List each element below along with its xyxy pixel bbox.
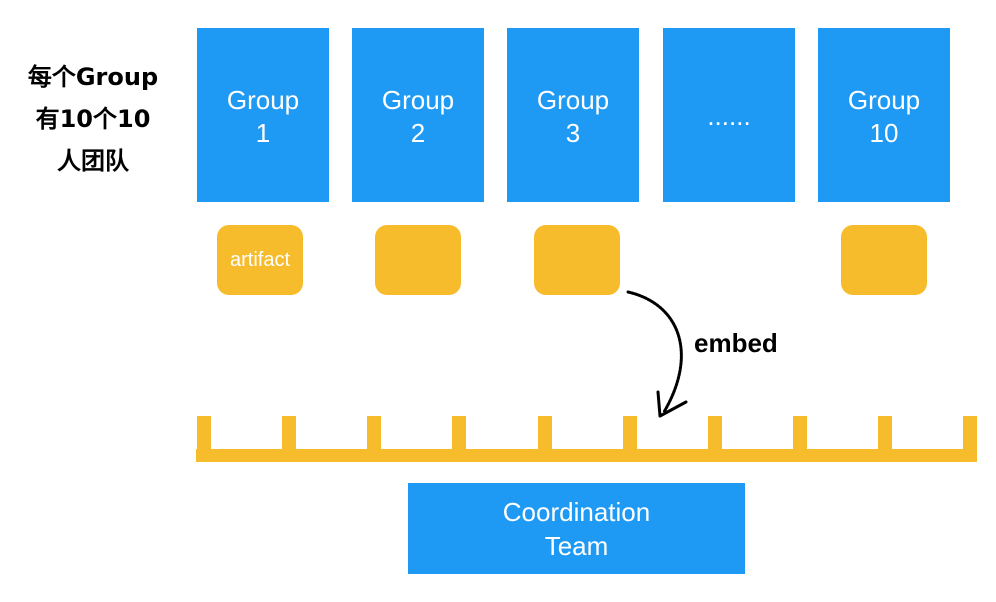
bus-slot bbox=[963, 416, 977, 456]
group-box-title: Group bbox=[847, 85, 921, 115]
embed-label: embed bbox=[694, 328, 778, 358]
coordination-team-line-2: Team bbox=[544, 530, 609, 561]
artifact-label: artifact bbox=[229, 248, 291, 271]
group-box-10: Group 10 bbox=[818, 28, 950, 202]
group-box-title: Group bbox=[536, 85, 610, 115]
coordination-team-box: Coordination Team bbox=[408, 483, 745, 574]
coordination-team-line-1: Coordination bbox=[502, 496, 651, 527]
bus-slot bbox=[452, 416, 466, 456]
embed-arrow-icon bbox=[626, 290, 688, 418]
bus-slot bbox=[538, 416, 552, 456]
group-box-1: Group 1 bbox=[197, 28, 329, 202]
embedding-bus bbox=[196, 449, 977, 462]
bus-slot bbox=[623, 416, 637, 456]
group-box-number: 2 bbox=[410, 118, 426, 148]
group-box-number: 10 bbox=[869, 118, 899, 148]
artifact-box-2 bbox=[375, 225, 461, 295]
artifact-box-10 bbox=[841, 225, 927, 295]
group-box-number: 3 bbox=[565, 118, 581, 148]
group-box-number: 1 bbox=[255, 118, 271, 148]
group-box-title: Group bbox=[381, 85, 455, 115]
bus-slot bbox=[282, 416, 296, 456]
group-box-title: Group bbox=[226, 85, 300, 115]
artifact-box-3 bbox=[534, 225, 620, 295]
artifact-box-1: artifact bbox=[217, 225, 303, 295]
bus-slot bbox=[708, 416, 722, 456]
bus-slot bbox=[793, 416, 807, 456]
bus-slot bbox=[878, 416, 892, 456]
bus-slot bbox=[367, 416, 381, 456]
bus-slot bbox=[197, 416, 211, 456]
group-box-3: Group 3 bbox=[507, 28, 639, 202]
side-label-line-3: 人团队 bbox=[57, 147, 129, 175]
group-box-ellipsis-text: ...... bbox=[707, 101, 751, 131]
side-label-line-2: 有10个10 bbox=[35, 105, 151, 133]
side-label: 每个Group 有10个10 人团队 bbox=[12, 56, 174, 182]
side-label-line-1: 每个Group bbox=[27, 63, 159, 91]
group-box-ellipsis: ...... bbox=[663, 28, 795, 202]
group-box-2: Group 2 bbox=[352, 28, 484, 202]
